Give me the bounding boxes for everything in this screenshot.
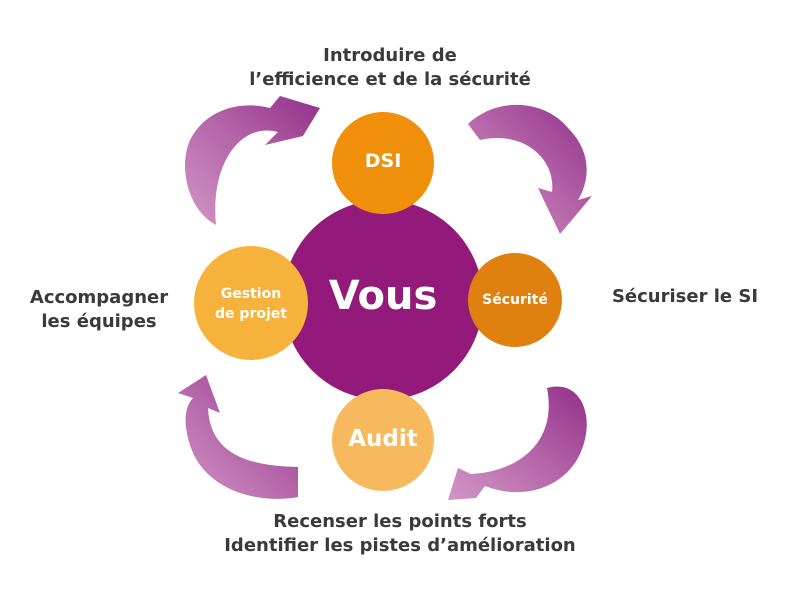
label-left-line: les équipes [41,311,157,332]
label-left-line: Accompagner [29,287,169,308]
node-dsi-label: DSI [364,150,402,172]
label-top: Introduire de l’efficience et de la sécu… [200,44,580,92]
center-label: Vous [328,273,438,319]
node-gestion-circle [194,246,308,360]
node-dsi-circle [332,112,434,214]
node-gestion-label-line: de projet [215,306,287,322]
node-audit-circle [332,389,434,491]
cycle-arrow-top-right [468,104,592,234]
label-right: Sécuriser le SI [600,285,770,309]
cycle-arrow-top-left [185,96,320,225]
label-bottom: Recenser les points forts Identifier les… [170,510,630,558]
node-securite-label: Sécurité [482,292,548,308]
label-right-line: Sécuriser le SI [611,286,759,307]
label-top-line: Introduire de [323,45,457,66]
label-left: Accompagner les équipes [14,286,184,334]
node-gestion-label-line: Gestion [220,286,282,302]
label-bottom-line: Identifier les pistes d’amélioration [224,535,576,556]
node-gestion-label: Gestion de projet [196,284,306,324]
label-bottom-line: Recenser les points forts [273,511,527,532]
cycle-arrow-bottom-left [178,375,298,499]
cycle-arrow-bottom-right [448,386,587,500]
node-securite-circle [468,253,562,347]
node-audit-label: Audit [348,426,418,452]
center-circle [283,200,483,400]
label-top-line: l’efficience et de la sécurité [249,69,531,90]
